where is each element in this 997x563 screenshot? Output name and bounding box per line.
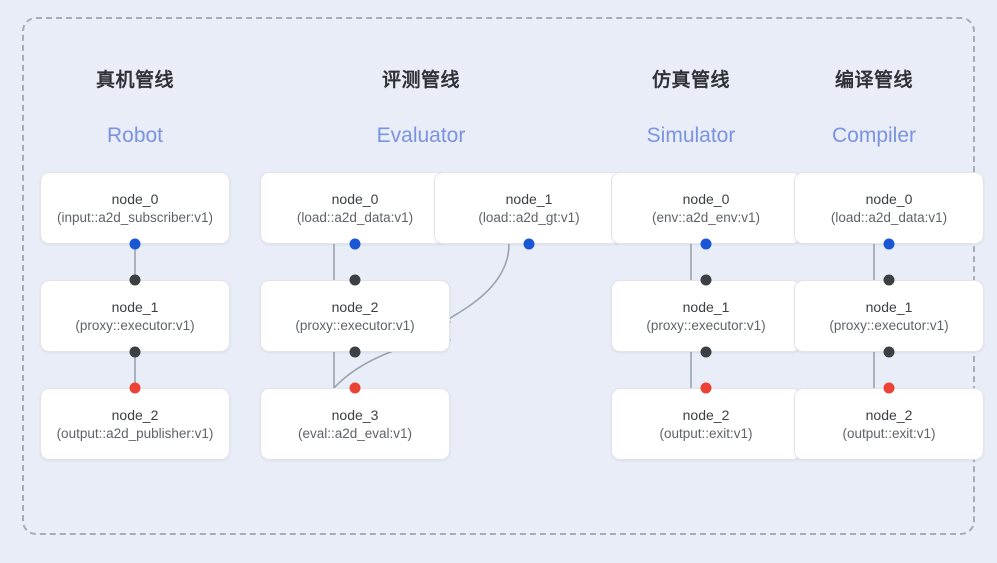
node-name: node_1 (865, 298, 913, 315)
node-name: node_3 (331, 406, 379, 423)
node-box[interactable]: node_1(proxy::executor:v1) (611, 280, 801, 352)
pipeline-subtitle-evaluator: Evaluator (376, 124, 466, 147)
node-type: (proxy::executor:v1) (829, 317, 949, 333)
input-port-dot[interactable] (883, 274, 895, 286)
node-box[interactable]: node_2(output::exit:v1) (794, 388, 984, 460)
input-port-dot[interactable] (700, 382, 712, 394)
output-port-dot[interactable] (129, 346, 141, 358)
output-port-dot[interactable] (349, 346, 361, 358)
output-port-dot[interactable] (883, 346, 895, 358)
node-box[interactable]: node_1(proxy::executor:v1) (794, 280, 984, 352)
input-port-dot[interactable] (349, 274, 361, 286)
output-port-dot[interactable] (523, 238, 535, 250)
node-box[interactable]: node_0(input::a2d_subscriber:v1) (40, 172, 230, 244)
node-type: (load::a2d_gt:v1) (478, 209, 580, 225)
input-port-dot[interactable] (129, 382, 141, 394)
node-type: (proxy::executor:v1) (295, 317, 415, 333)
node-type: (proxy::executor:v1) (75, 317, 195, 333)
output-port-dot[interactable] (129, 238, 141, 250)
node-type: (eval::a2d_eval:v1) (297, 425, 413, 441)
node-name: node_1 (111, 298, 159, 315)
node-box[interactable]: node_0(load::a2d_data:v1) (260, 172, 450, 244)
node-name: node_1 (505, 190, 553, 207)
node-box[interactable]: node_3(eval::a2d_eval:v1) (260, 388, 450, 460)
node-name: node_2 (331, 298, 379, 315)
node-type: (load::a2d_data:v1) (830, 209, 948, 225)
output-port-dot[interactable] (700, 346, 712, 358)
node-box[interactable]: node_0(env::a2d_env:v1) (611, 172, 801, 244)
pipeline-title-robot: 真机管线 (95, 70, 175, 91)
node-box[interactable]: node_1(proxy::executor:v1) (40, 280, 230, 352)
node-name: node_1 (682, 298, 730, 315)
node-type: (env::a2d_env:v1) (651, 209, 761, 225)
input-port-dot[interactable] (129, 274, 141, 286)
node-name: node_2 (865, 406, 913, 423)
node-box[interactable]: node_2(output::a2d_publisher:v1) (40, 388, 230, 460)
input-port-dot[interactable] (883, 382, 895, 394)
node-type: (output::a2d_publisher:v1) (56, 425, 214, 441)
node-box[interactable]: node_2(proxy::executor:v1) (260, 280, 450, 352)
node-type: (output::exit:v1) (842, 425, 936, 441)
node-type: (output::exit:v1) (659, 425, 753, 441)
node-name: node_0 (682, 190, 730, 207)
pipeline-title-evaluator: 评测管线 (381, 70, 461, 91)
input-port-dot[interactable] (349, 382, 361, 394)
node-type: (load::a2d_data:v1) (296, 209, 414, 225)
node-type: (input::a2d_subscriber:v1) (56, 209, 214, 225)
node-box[interactable]: node_1(load::a2d_gt:v1) (434, 172, 624, 244)
pipeline-title-simulator: 仿真管线 (651, 70, 731, 91)
pipeline-title-compiler: 编译管线 (834, 70, 914, 91)
node-type: (proxy::executor:v1) (646, 317, 766, 333)
pipeline-subtitle-compiler: Compiler (831, 124, 917, 147)
node-name: node_0 (111, 190, 159, 207)
node-box[interactable]: node_2(output::exit:v1) (611, 388, 801, 460)
diagram-panel-border (22, 17, 975, 535)
node-name: node_0 (865, 190, 913, 207)
output-port-dot[interactable] (349, 238, 361, 250)
node-box[interactable]: node_0(load::a2d_data:v1) (794, 172, 984, 244)
pipeline-subtitle-robot: Robot (106, 124, 164, 147)
pipeline-subtitle-simulator: Simulator (646, 124, 736, 147)
output-port-dot[interactable] (700, 238, 712, 250)
input-port-dot[interactable] (700, 274, 712, 286)
node-name: node_2 (111, 406, 159, 423)
node-name: node_0 (331, 190, 379, 207)
output-port-dot[interactable] (883, 238, 895, 250)
node-name: node_2 (682, 406, 730, 423)
